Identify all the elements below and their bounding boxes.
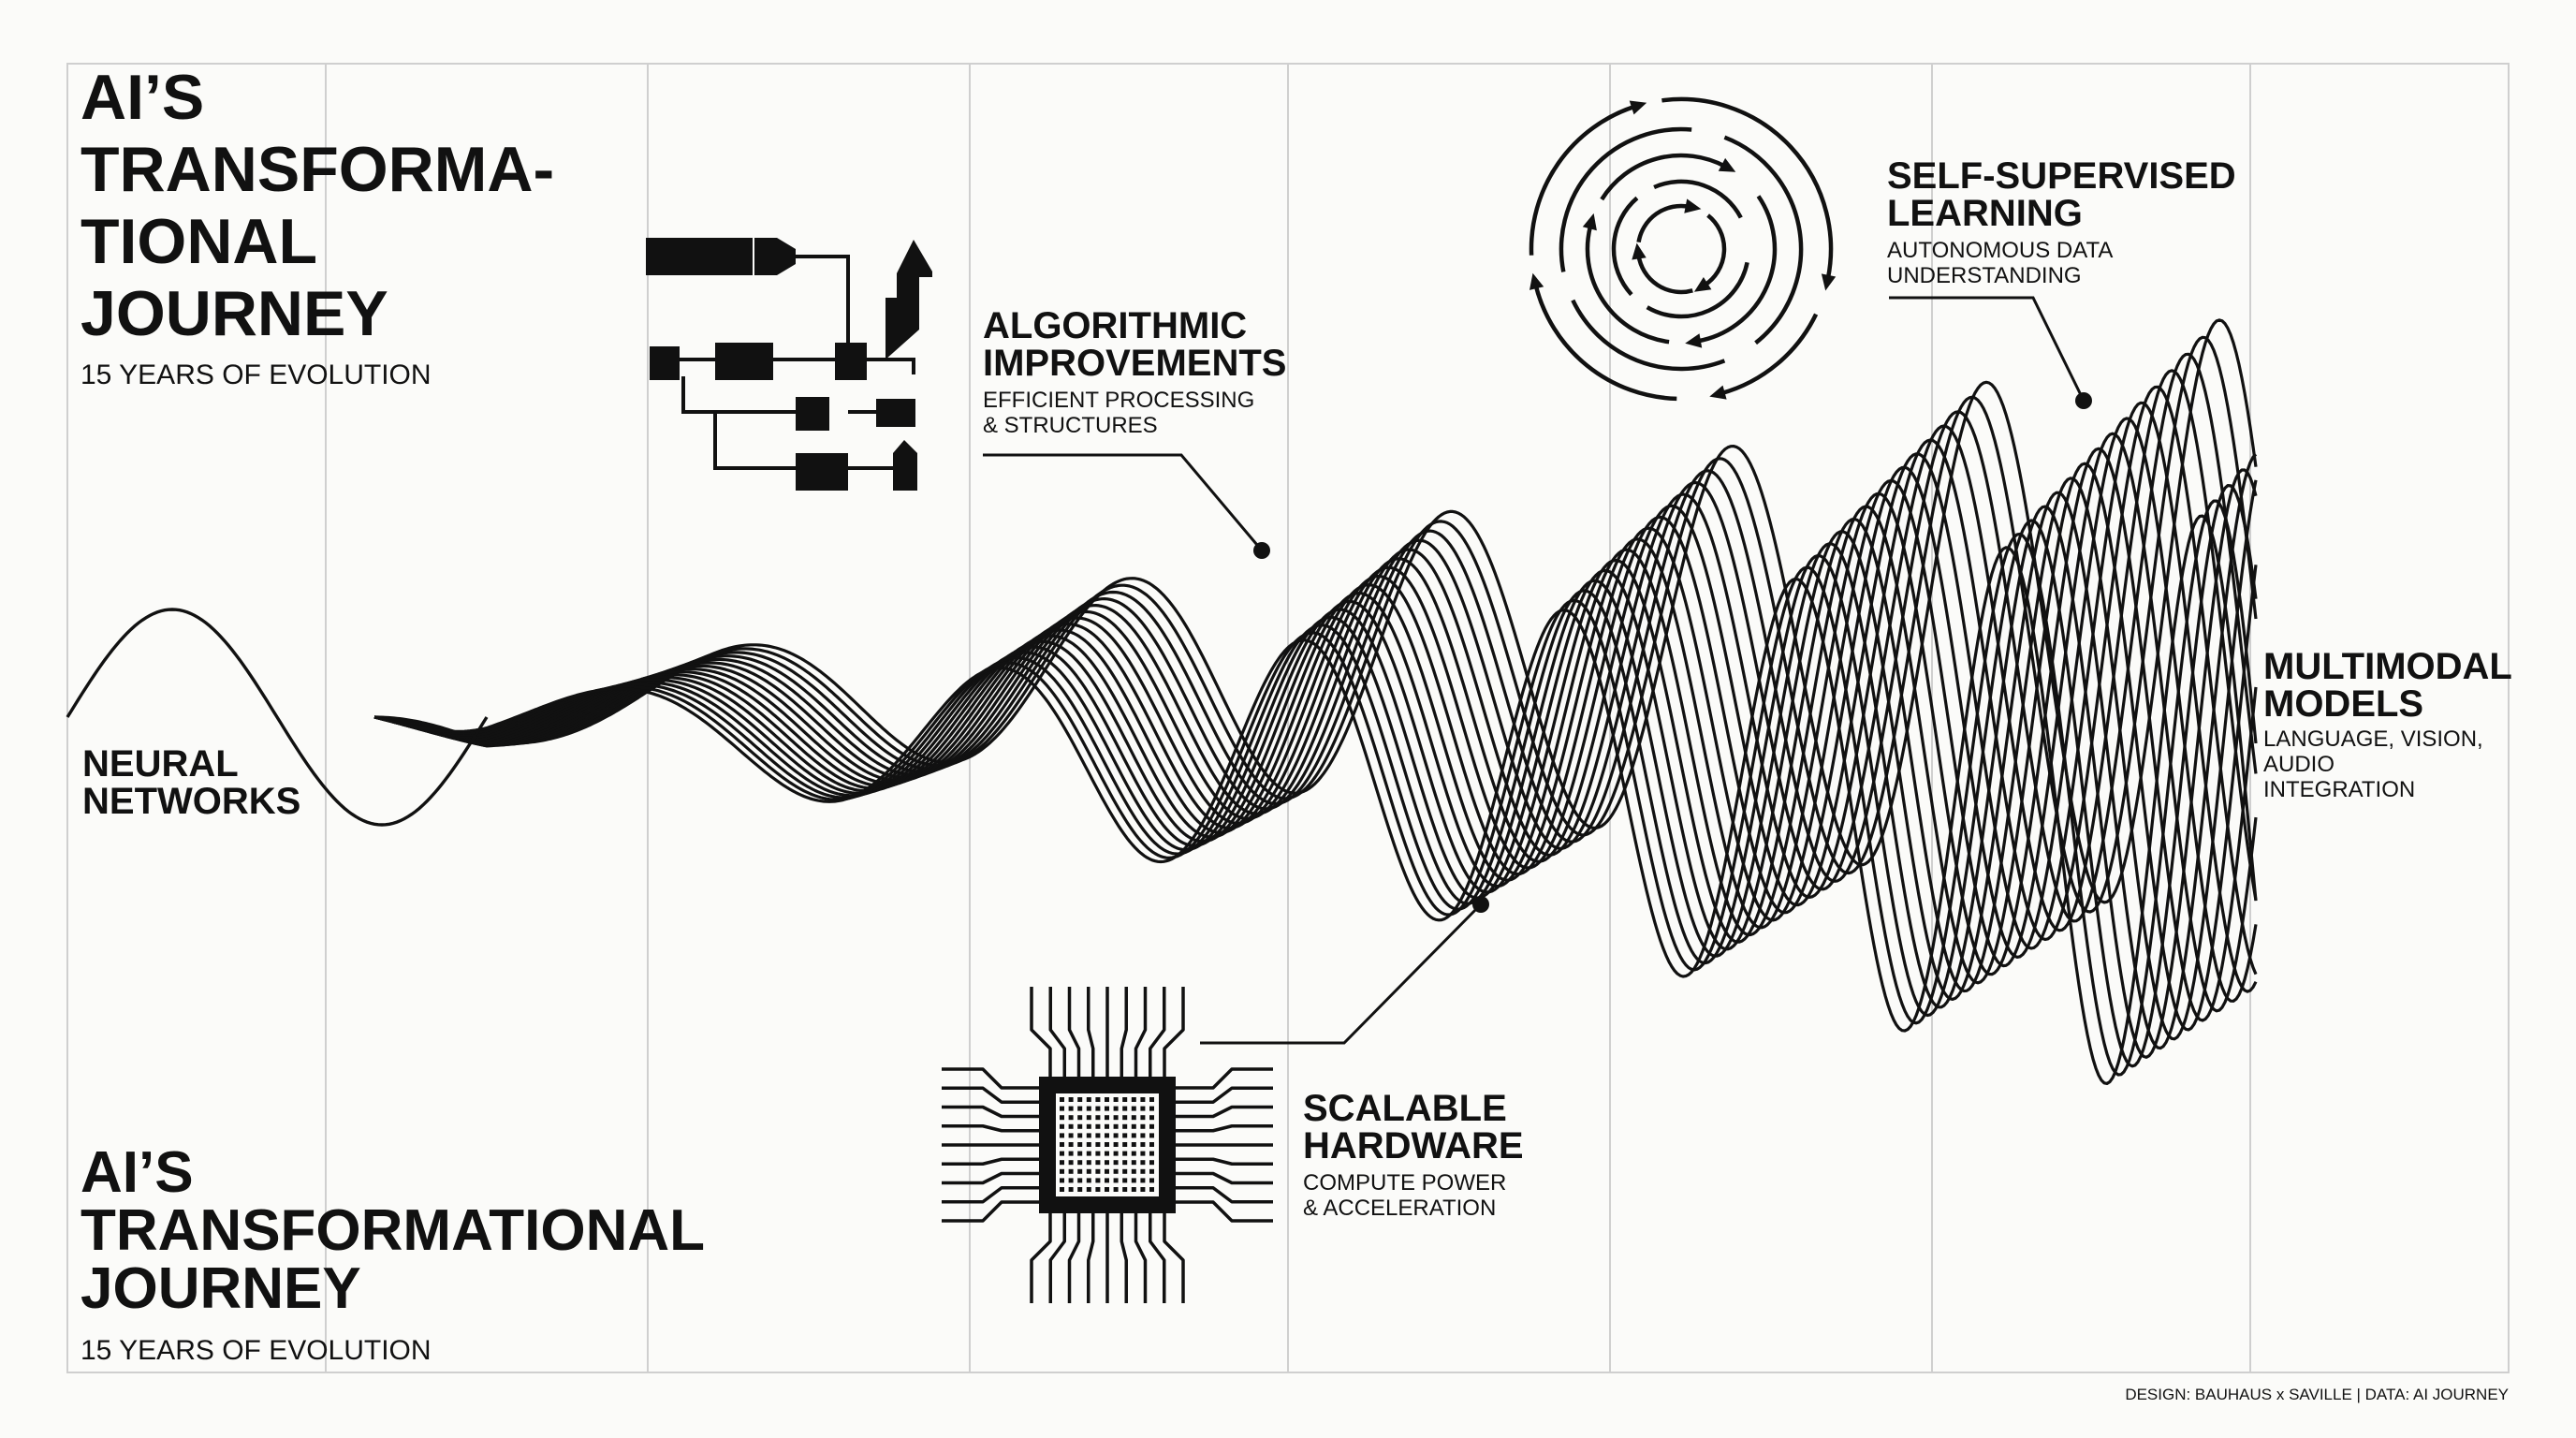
wave-line — [373, 401, 2258, 993]
grid-frame — [66, 63, 2510, 1373]
chip-icon — [942, 987, 1273, 1303]
subtitle-top: 15 YEARS OF EVOLUTION — [80, 360, 432, 390]
leader-dots — [1253, 392, 2092, 913]
neural-network-wave — [66, 608, 489, 827]
wave-line — [373, 514, 2258, 1085]
title-top: AI’S TRANSFORMA- TIONAL JOURNEY — [80, 62, 555, 349]
label-hardware-subtitle: COMPUTE POWER & ACCELERATION — [1303, 1170, 1507, 1221]
label-algorithmic-subtitle: EFFICIENT PROCESSING & STRUCTURES — [983, 388, 1255, 438]
wave-line — [373, 499, 2258, 1077]
label-multimodal-title: MULTIMODAL MODELS — [2263, 646, 2512, 725]
concentric-arrows-icon — [1529, 96, 1837, 402]
subtitle-bottom: 15 YEARS OF EVOLUTION — [80, 1335, 432, 1366]
label-multimodal-subtitle: LANGUAGE, VISION, AUDIO INTEGRATION — [2263, 726, 2483, 802]
wave-line — [373, 484, 2258, 1068]
flowchart-icon — [646, 238, 932, 491]
wave-line — [373, 462, 2258, 1032]
label-algorithmic-title: ALGORITHMIC IMPROVEMENTS — [983, 305, 1287, 384]
leader-lines — [983, 296, 2086, 1045]
label-self-supervised-title: SELF-SUPERVISED LEARNING — [1887, 155, 2236, 234]
label-hardware-title: SCALABLE HARDWARE — [1303, 1088, 1524, 1167]
wave-line — [373, 477, 2258, 1041]
wave-line — [373, 447, 2258, 1022]
wave-line — [373, 432, 2258, 1013]
label-self-supervised-subtitle: AUTONOMOUS DATA UNDERSTANDING — [1887, 238, 2114, 288]
label-neural-networks: NEURAL NETWORKS — [82, 743, 301, 822]
wave-line — [373, 417, 2258, 1003]
credit-line: DESIGN: BAUHAUS x SAVILLE | DATA: AI JOU… — [2125, 1386, 2509, 1403]
title-bottom: AI’S TRANSFORMATIONAL JOURNEY — [80, 1140, 705, 1321]
wave-bundle — [373, 318, 2258, 1085]
